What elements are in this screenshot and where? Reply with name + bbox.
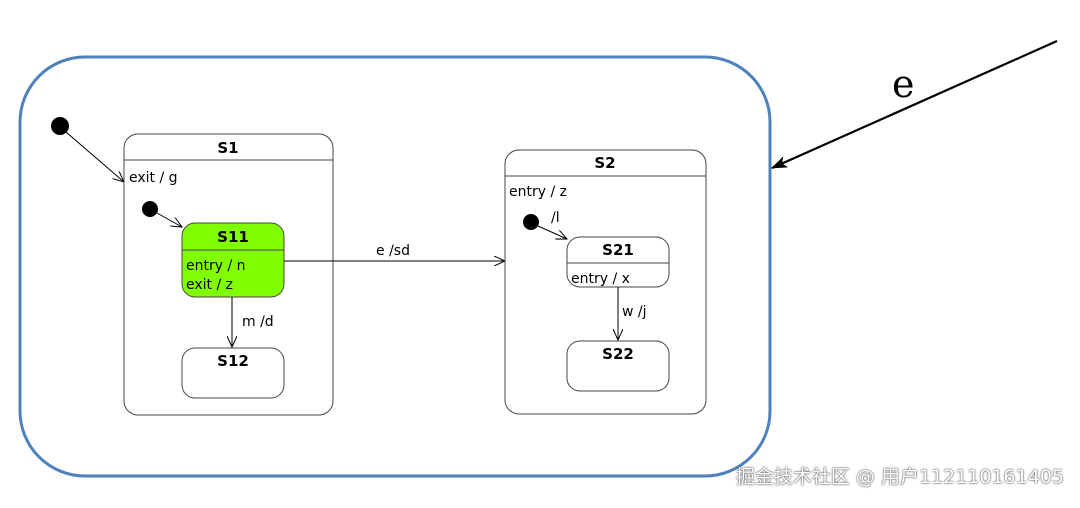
state-s11-exit: exit / z	[186, 277, 233, 293]
state-s21-action: entry / x	[571, 271, 630, 287]
state-s1-name: S1	[217, 139, 238, 157]
state-s2-name: S2	[594, 154, 615, 172]
event-label: e	[892, 62, 915, 106]
state-s1-action: exit / g	[129, 170, 178, 186]
initial-pseudostate-s1	[142, 201, 158, 217]
state-s11-entry: entry / n	[186, 258, 246, 274]
state-s21: S21 entry / x	[566, 236, 670, 288]
initial-pseudostate-s2	[523, 214, 539, 230]
state-s21-name: S21	[602, 241, 634, 259]
state-s11: S11 entry / n exit / z	[181, 222, 285, 298]
transition-label-s11-s12: m /d	[242, 314, 274, 330]
state-s11-name: S11	[217, 228, 249, 246]
transition-initial-to-s21	[537, 225, 567, 239]
state-s2-action: entry / z	[509, 184, 567, 200]
watermark-text: 掘金技术社区 @ 用户112110161405	[735, 466, 1064, 488]
transition-label-s21-s22: w /j	[622, 304, 647, 320]
transition-label-initial-s21: /l	[551, 210, 560, 226]
state-s22-name: S22	[602, 345, 634, 363]
transition-label-s11-s2: e /sd	[376, 243, 410, 259]
initial-pseudostate-top	[51, 117, 69, 135]
transition-initial-to-s11	[156, 212, 182, 227]
event-arrow	[771, 39, 1058, 170]
transition-initial-to-s1	[65, 131, 124, 182]
state-s22: S22	[566, 340, 670, 392]
state-s12-name: S12	[217, 352, 249, 370]
state-s12: S12	[181, 347, 285, 399]
outer-superstate	[18, 55, 772, 478]
